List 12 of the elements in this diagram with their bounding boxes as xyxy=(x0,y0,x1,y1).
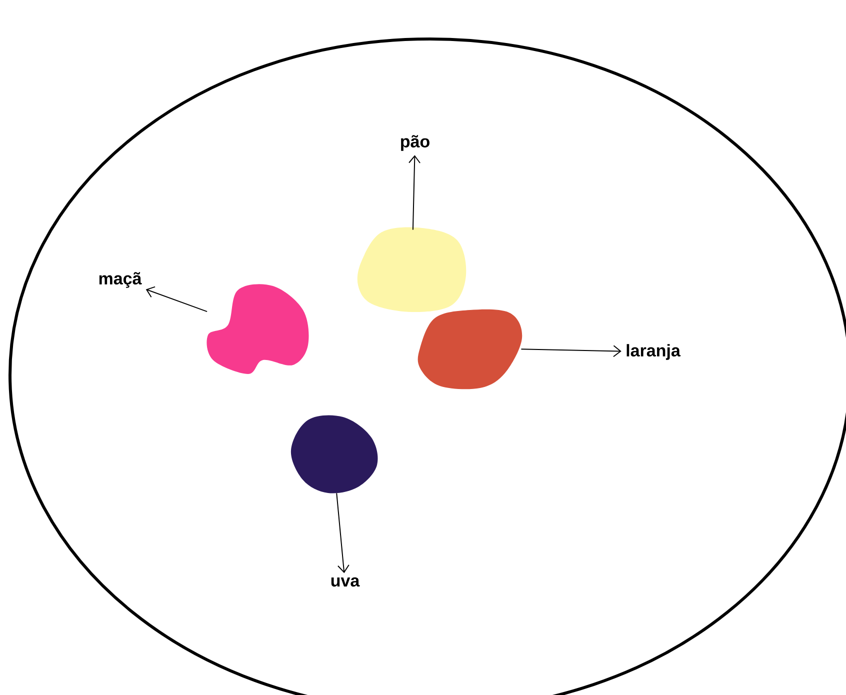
arrow xyxy=(408,155,421,230)
paper-blob xyxy=(206,284,309,374)
fruit-label: pão xyxy=(401,135,430,151)
fruit-label: laranja xyxy=(626,344,681,360)
arrow xyxy=(520,345,622,358)
fruit-label: uva xyxy=(331,577,360,587)
arrow xyxy=(146,286,208,312)
arrow xyxy=(336,492,350,574)
paper-blob xyxy=(357,227,466,312)
paper-blob xyxy=(418,309,522,390)
fruit-label: maçã xyxy=(99,272,142,288)
paper-blob xyxy=(290,415,378,494)
